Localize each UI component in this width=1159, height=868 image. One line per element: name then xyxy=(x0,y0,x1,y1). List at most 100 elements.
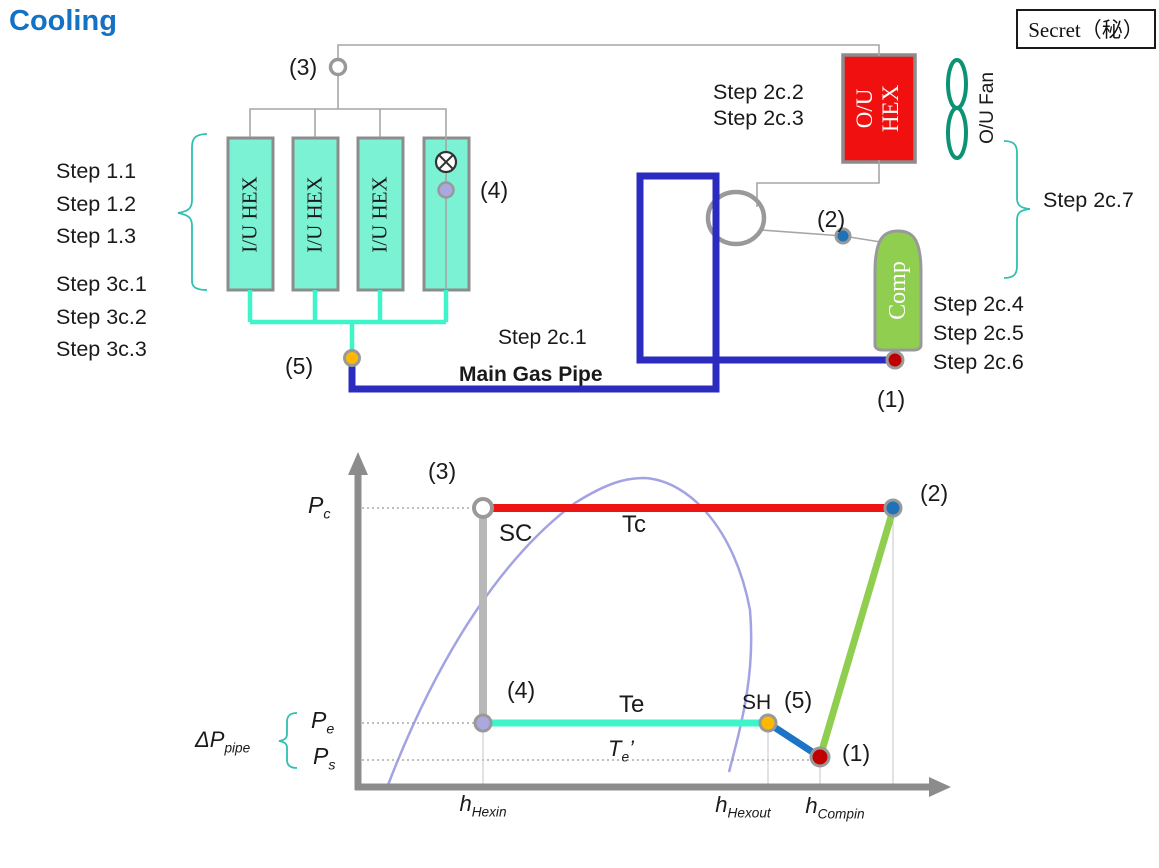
top-gas-line xyxy=(337,44,880,59)
te-prime-mark: ’ xyxy=(629,736,634,761)
node1-marker xyxy=(885,350,905,370)
pc-base: P xyxy=(308,492,324,518)
fan-step-brace xyxy=(1003,140,1031,279)
node2-label: (2) xyxy=(817,206,846,232)
step-fan-label: Step 2c.7 xyxy=(1043,188,1134,212)
accumulator-ring xyxy=(705,189,767,247)
main-gas-pipe-label: Main Gas Pipe xyxy=(459,363,603,386)
secret-stamp: Secret（秘） xyxy=(1016,9,1156,49)
sc-label: SC xyxy=(499,520,533,547)
node2-marker xyxy=(834,227,852,245)
h-compin-sub: Compin xyxy=(817,806,865,822)
ou-fan-label-wrap: O/U Fan xyxy=(966,50,1010,165)
main-gas-pipe xyxy=(348,172,893,393)
fan-blade-top xyxy=(946,58,968,110)
step-item: Step 2c.5 xyxy=(933,321,1024,345)
liquid-pipe-manifold xyxy=(247,290,449,354)
ou-hex-line2: HEX xyxy=(879,84,904,133)
h-hexout-label: hHexout xyxy=(698,792,788,821)
chart-node1-dot xyxy=(809,746,831,768)
ou-hex-label-wrap: O/U HEX xyxy=(843,55,915,162)
chart-node5-dot xyxy=(758,713,778,733)
step-item: Step 2c.6 xyxy=(933,350,1024,374)
iu-hex-label: I/U HEX xyxy=(303,175,327,253)
node4-marker xyxy=(437,181,455,199)
h-hexin-base: h xyxy=(459,791,472,816)
expansion-valve-cross xyxy=(438,154,454,170)
ou-hex-label: O/U HEX xyxy=(853,85,906,132)
pc-axis-label: Pc xyxy=(308,492,331,523)
chart-node4-label: (4) xyxy=(507,677,536,703)
te-prime-label: Te’ xyxy=(608,736,634,765)
comp-label: Comp xyxy=(884,260,911,320)
iu-hex-label: I/U HEX xyxy=(368,175,392,253)
step-item: Step 3c.2 xyxy=(56,304,147,329)
node4-label: (4) xyxy=(480,177,509,203)
fan-blade-bottom xyxy=(946,106,968,160)
steps-left-top-list: Step 1.1 Step 1.2 Step 1.3 xyxy=(56,155,136,253)
h-compin-label: hCompin xyxy=(790,793,880,822)
h-hexin-sub: Hexin xyxy=(471,804,507,820)
dp-pipe-label: ΔPpipe xyxy=(195,727,251,756)
saturation-dome-curve xyxy=(386,476,753,786)
ou-hex-line1: O/U xyxy=(852,88,878,129)
ou-hex-outlet-line xyxy=(756,160,880,207)
compressor-body xyxy=(873,229,923,352)
iu-manifold-top xyxy=(249,108,447,288)
chart-node2-label: (2) xyxy=(920,480,949,506)
iu-hex-label: I/U HEX xyxy=(238,175,262,253)
ou-fan-icon xyxy=(946,58,968,160)
comp-label-wrap: Comp xyxy=(858,232,938,348)
te-prime-sub: e xyxy=(621,749,630,765)
chart-node1-label: (1) xyxy=(842,740,871,766)
step-item: Step 1.2 xyxy=(56,191,137,216)
node5-marker xyxy=(343,349,361,367)
dp-pipe-brace xyxy=(278,712,298,769)
steps-ou-hex-list: Step 2c.2 Step 2c.3 xyxy=(713,79,804,131)
step-item: Step 1.3 xyxy=(56,224,137,248)
te-label: Te xyxy=(619,691,645,718)
sh-label: SH xyxy=(742,691,772,714)
h-hexout-sub: Hexout xyxy=(727,805,771,821)
step-item: Step 2c.4 xyxy=(933,292,1024,316)
left-steps-brace xyxy=(177,133,208,291)
x-axis-arrow xyxy=(929,777,951,797)
chart-node3-dot xyxy=(472,497,494,519)
step-item: Step 3c.1 xyxy=(56,272,147,296)
iu-hex-2-label-wrap: I/U HEX xyxy=(293,138,338,290)
tc-label: Tc xyxy=(622,511,646,538)
dp-pipe-base: ΔP xyxy=(195,727,225,752)
node5-label: (5) xyxy=(285,353,314,379)
node3-label: (3) xyxy=(289,54,318,80)
ps-sub: s xyxy=(328,757,336,774)
enthalpy-guide-lines xyxy=(482,516,894,786)
step-item: Step 1.1 xyxy=(56,159,137,183)
h-compin-base: h xyxy=(805,793,818,818)
page-title: Cooling xyxy=(9,5,117,37)
step-item: Step 2c.3 xyxy=(713,106,804,130)
pe-sub: e xyxy=(326,721,335,738)
iu-hex-1-label-wrap: I/U HEX xyxy=(228,138,273,290)
h-hexin-label: hHexin xyxy=(443,791,523,820)
step-pipe-label: Step 2c.1 xyxy=(498,326,587,349)
te-prime-base: T xyxy=(608,736,622,761)
node1-label: (1) xyxy=(877,386,906,412)
pressure-guide-lines xyxy=(362,507,812,761)
compression-line xyxy=(816,509,897,758)
steps-left-bottom-list: Step 3c.1 Step 3c.2 Step 3c.3 xyxy=(56,268,147,366)
chart-node5-label: (5) xyxy=(784,687,813,713)
h-hexout-base: h xyxy=(715,792,728,817)
pe-axis-label: Pe xyxy=(311,707,335,738)
node3-marker xyxy=(328,57,348,77)
dp-pipe-sub: pipe xyxy=(224,740,251,756)
iu-hex-3-label-wrap: I/U HEX xyxy=(358,138,403,290)
chart-node4-dot xyxy=(473,713,493,733)
y-axis-arrow xyxy=(348,452,368,475)
ou-fan-label: O/U Fan xyxy=(977,71,998,144)
chart-node3-label: (3) xyxy=(428,458,457,484)
ps-axis-label: Ps xyxy=(313,743,336,774)
steps-comp-list: Step 2c.4 Step 2c.5 Step 2c.6 xyxy=(933,290,1024,377)
pe-base: P xyxy=(311,707,327,733)
pc-sub: c xyxy=(323,506,331,523)
